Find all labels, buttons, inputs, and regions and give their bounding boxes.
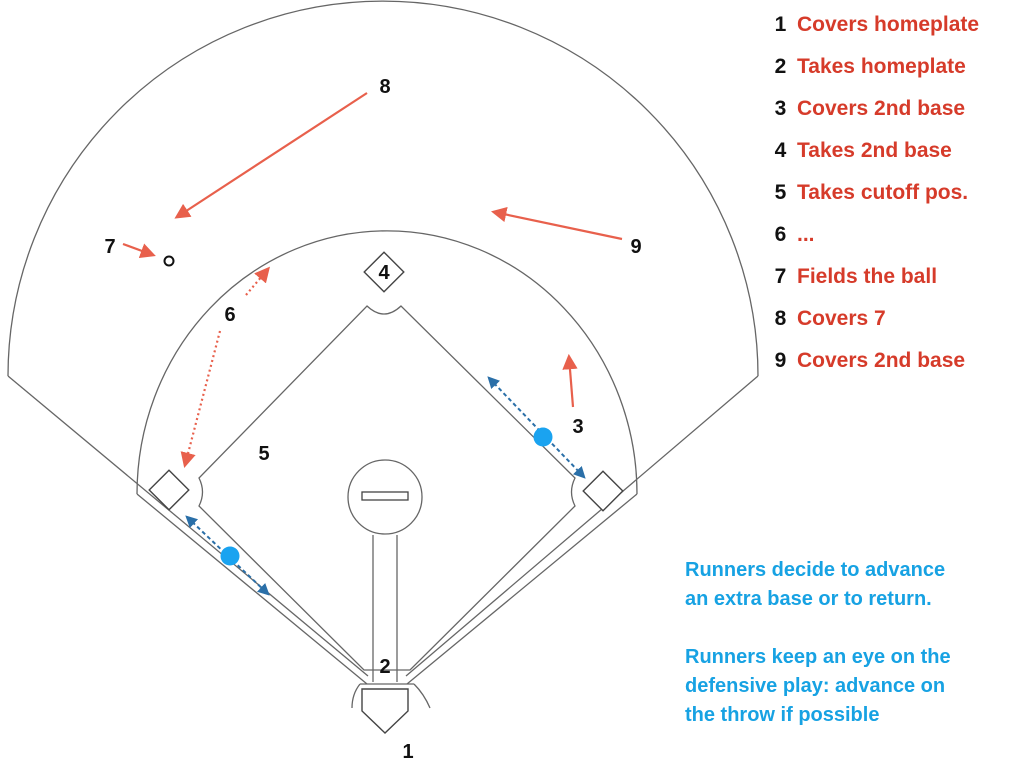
legend-item: 4 Takes 2nd base [764,136,952,166]
arrow-player-8 [174,92,368,219]
legend-number: 8 [774,307,787,330]
legend-number: 2 [774,55,787,78]
legend-item: 6 ... [764,220,815,250]
infield-arc [136,230,638,495]
legend-item: 3 Covers 2nd base [764,94,965,124]
legend-text: Fields the ball [797,265,938,288]
position-1-label: 1 [402,741,413,763]
position-7-label: 7 [104,236,115,258]
legend-number: 1 [774,13,787,36]
legend-text: Takes 2nd base [797,139,952,162]
arrow-player-3 [562,353,578,408]
legend-number: 9 [774,349,787,372]
legend-text: Covers 7 [797,307,886,330]
arrow-player-7 [122,242,156,258]
runner-left-arrow [185,515,270,596]
note-line: defensive play: advance on [685,675,946,697]
position-8-label: 8 [379,76,390,98]
position-4-label: 4 [378,262,390,284]
mound-path [372,535,398,682]
arrow-player-6-dotted-upper [245,266,270,296]
legend-item: 9 Covers 2nd base [764,346,965,376]
legend-item: 7 Fields the ball [764,262,937,292]
legend-item: 1 Covers homeplate [764,10,979,40]
legend-text: Covers 2nd base [797,349,966,372]
position-6-label: 6 [224,304,235,326]
position-5-label: 5 [258,443,269,465]
legend-text: ... [797,223,815,246]
left-baseline-outer [136,493,368,685]
outfield-fence [7,0,759,377]
note-line: the throw if possible [685,704,880,726]
legend-item: 2 Takes homeplate [764,52,966,82]
note-advance-or-return: Runners decide to advance an extra base … [685,556,1015,614]
home-plate [361,688,409,734]
position-2-label: 2 [379,656,390,678]
left-foul-line [7,375,369,677]
infield-diamond [198,305,576,671]
note-line: an extra base or to return. [685,588,932,610]
legend-number: 3 [774,97,787,120]
runner-notes: Runners decide to advance an extra base … [685,556,1015,759]
legend-item: 8 Covers 7 [764,304,886,334]
second-base [363,251,405,293]
note-line: Runners keep an eye on the [685,646,951,668]
ball-marker [163,255,175,267]
position-3-label: 3 [572,416,583,438]
pitchers-rubber [361,491,409,501]
legend-text: Takes homeplate [797,55,966,78]
note-watch-defense: Runners keep an eye on the defensive pla… [685,643,1015,730]
legend-item: 5 Takes cutoff pos. [764,178,968,208]
legend-number: 6 [774,223,787,246]
arrow-player-9 [490,207,623,241]
legend-number: 4 [774,139,787,162]
legend-text: Covers homeplate [797,13,980,36]
runner-right-arrow [487,376,586,479]
legend-number: 5 [774,181,787,204]
first-base [582,470,624,512]
runner-first-to-second [533,427,553,447]
home-plate-area [351,683,431,709]
position-9-label: 9 [630,236,641,258]
right-foul-line [405,375,759,677]
legend-text: Takes cutoff pos. [797,181,969,204]
legend-text: Covers 2nd base [797,97,966,120]
arrow-player-6-dotted [180,330,222,468]
third-base [148,469,190,511]
right-baseline-outer [406,493,638,685]
runner-third-to-home [220,546,240,566]
legend-number: 7 [774,265,787,288]
note-line: Runners decide to advance [685,559,946,581]
